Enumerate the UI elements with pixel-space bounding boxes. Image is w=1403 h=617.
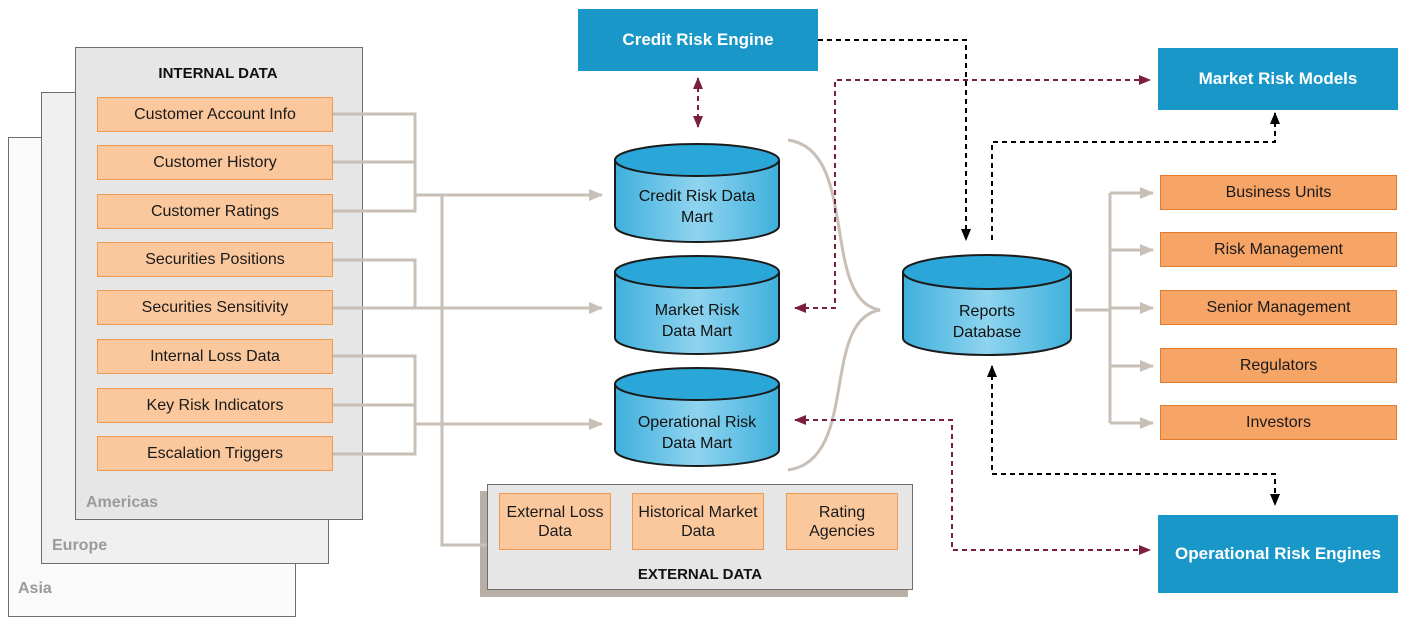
data-mart-credit-risk-label: Credit Risk Data Mart [638,188,756,226]
internal-data-heading: INTERNAL DATA [158,65,278,82]
external-data-heading: EXTERNAL DATA [637,566,763,583]
consumer-investors: Investors [1160,405,1397,440]
consumer-business-units: Business Units [1160,175,1397,210]
source-customer-ratings: Customer Ratings [97,194,333,229]
internal-connectors [333,112,603,547]
operational-risk-engines: Operational Risk Engines [1158,515,1398,593]
source-customer-account-info: Customer Account Info [97,97,333,132]
reports-database-label: Reports Database [952,303,1022,341]
source-escalation-triggers: Escalation Triggers [97,436,333,471]
source-customer-history: Customer History [97,145,333,180]
consumer-regulators: Regulators [1160,348,1397,383]
source-securities-sensitivity: Securities Sensitivity [97,290,333,325]
data-mart-market-risk-label: Market Risk Data Mart [654,302,740,340]
source-internal-loss-data: Internal Loss Data [97,339,333,374]
maroon-dashed-connectors [693,75,1151,555]
source-key-risk-indicators: Key Risk Indicators [97,388,333,423]
brace-connector [787,138,881,472]
consumer-connectors [1075,187,1154,429]
credit-risk-engine: Credit Risk Engine [578,9,818,71]
source-securities-positions: Securities Positions [97,242,333,277]
market-risk-models: Market Risk Models [1158,48,1398,110]
consumer-senior-management: Senior Management [1160,290,1397,325]
consumer-risk-management: Risk Management [1160,232,1397,267]
region-label-asia: Asia [18,580,52,597]
region-label-europe: Europe [52,537,108,554]
region-label-americas: Americas [86,494,159,511]
external-source-rating-agencies: Rating Agencies [786,493,898,550]
external-source-historical-market-data: Historical Market Data [632,493,764,550]
external-source-external-loss-data: External Loss Data [499,493,611,550]
data-mart-operational-risk-label: Operational Risk Data Mart [637,414,757,452]
